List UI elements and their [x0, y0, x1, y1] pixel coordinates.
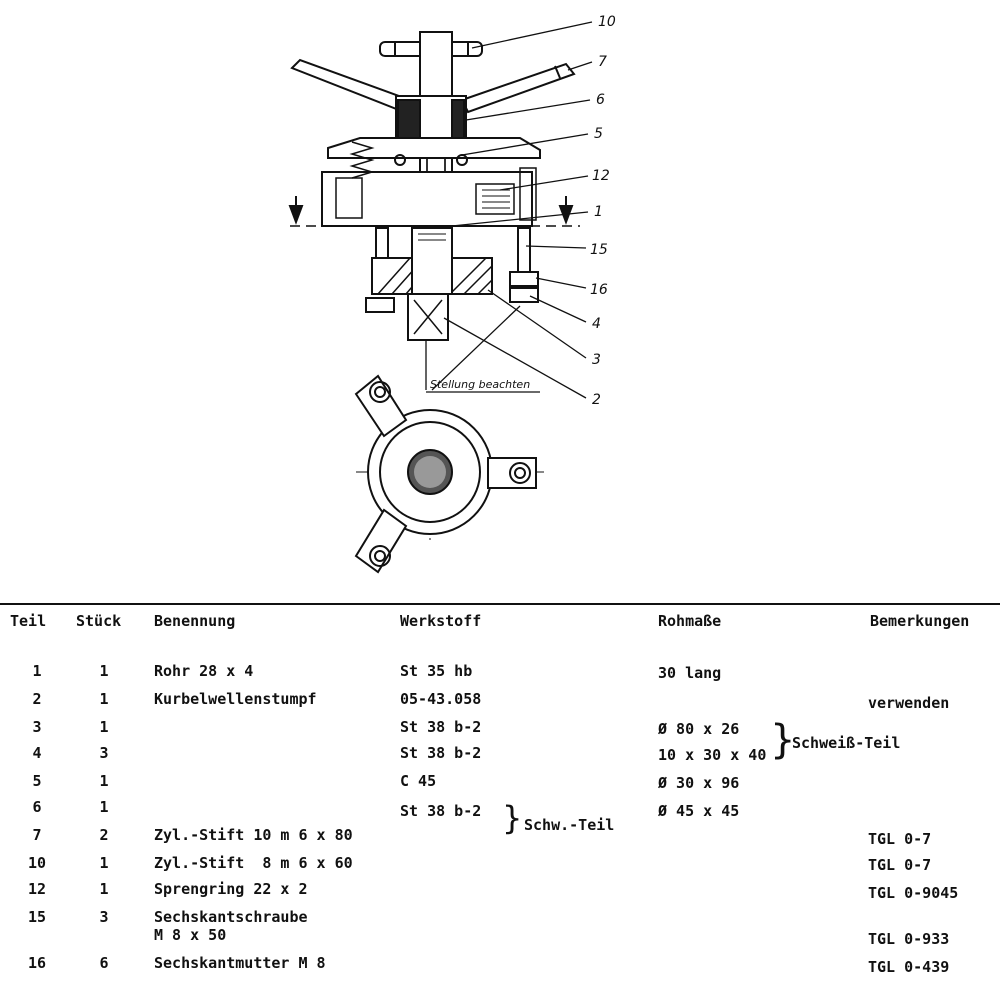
- row-4-stueck: 3: [99, 744, 109, 762]
- callout-12: 12: [592, 168, 610, 184]
- row-4-teil: 4: [32, 744, 42, 762]
- crankshaft-stub: [407, 293, 449, 341]
- row-10-benennung: Sechskantschraube: [154, 908, 308, 926]
- technical-drawing: 10 7 6 5 12 1 15 16 4 3 2 Stellung beach…: [288, 14, 616, 574]
- header-bemerkungen: Bemerkungen: [870, 612, 970, 630]
- leader-lines: [425, 21, 593, 399]
- plan-view: [354, 374, 546, 574]
- callout-2: 2: [592, 392, 601, 408]
- row-9-bemerkungen: TGL 0-9045: [868, 884, 959, 902]
- row-8-benennung: Zyl.-Stift 8 m 6 x 60: [154, 854, 353, 872]
- row-11-bemerkungen: TGL 0-439: [868, 958, 950, 976]
- callout-16: 16: [590, 282, 608, 298]
- row-6-werkstoff: St 38 b-2: [400, 802, 482, 820]
- row-3-stueck: 1: [99, 718, 109, 736]
- base-flange: [371, 227, 493, 295]
- callout-7: 7: [598, 54, 607, 70]
- callout-3: 3: [592, 352, 601, 368]
- row-7-bemerkungen: TGL 0-7: [868, 830, 932, 848]
- row-8-bemerkungen: TGL 0-7: [868, 856, 932, 874]
- row-1-benennung: Rohr 28 x 4: [154, 662, 254, 680]
- group-schweissteil: Schweiß-Teil: [792, 734, 901, 752]
- row-10-teil: 15: [27, 908, 47, 926]
- callout-15: 15: [590, 242, 608, 258]
- row-4-rohmasse: 10 x 30 x 40: [658, 746, 767, 764]
- header-benennung: Benennung: [154, 612, 236, 630]
- header-stueck: Stück: [76, 612, 122, 630]
- row-1-werkstoff: St 35 hb: [400, 662, 473, 680]
- callout-4: 4: [592, 316, 601, 332]
- row-5-rohmasse: Ø 30 x 96: [658, 774, 740, 792]
- row-6-teil: 6: [32, 798, 42, 816]
- nuts: [365, 271, 539, 313]
- row-5-stueck: 1: [99, 772, 109, 790]
- row-9-stueck: 1: [99, 880, 109, 898]
- row-9-teil: 12: [27, 880, 47, 898]
- row-11-benennung: Sechskantmutter M 8: [154, 954, 326, 972]
- row-10-stueck: 3: [99, 908, 109, 926]
- row-10-benennung-line2: M 8 x 50: [154, 926, 227, 944]
- row-8-teil: 10: [27, 854, 47, 872]
- table-top-rule: [0, 603, 1000, 605]
- row-2-stueck: 1: [99, 690, 109, 708]
- group-schw-teil: Schw.-Teil: [524, 816, 615, 834]
- row-6-rohmasse: Ø 45 x 45: [658, 802, 740, 820]
- row-5-teil: 5: [32, 772, 42, 790]
- row-3-werkstoff: St 38 b-2: [400, 718, 482, 736]
- row-2-teil: 2: [32, 690, 42, 708]
- row-6-stueck: 1: [99, 798, 109, 816]
- brace-schw-teil: }: [502, 799, 523, 837]
- brace-schweissteil: }: [770, 717, 796, 763]
- row-5-werkstoff: C 45: [400, 772, 437, 790]
- row-7-stueck: 2: [99, 826, 109, 844]
- row-7-teil: 7: [32, 826, 42, 844]
- row-4-werkstoff: St 38 b-2: [400, 744, 482, 762]
- header-werkstoff: Werkstoff: [400, 612, 482, 630]
- row-2-benennung: Kurbelwellenstumpf: [154, 690, 317, 708]
- header-teil: Teil: [10, 612, 47, 630]
- row-11-stueck: 6: [99, 954, 109, 972]
- callout-5: 5: [594, 126, 603, 142]
- row-3-teil: 3: [32, 718, 42, 736]
- row-1-stueck: 1: [99, 662, 109, 680]
- callout-10: 10: [598, 14, 616, 30]
- row-8-stueck: 1: [99, 854, 109, 872]
- position-note: Stellung beachten: [430, 378, 530, 391]
- row-2-bemerkungen: verwenden: [868, 694, 950, 712]
- row-10-bemerkungen: TGL 0-933: [868, 930, 950, 948]
- row-1-teil: 1: [32, 662, 42, 680]
- row-9-benennung: Sprengring 22 x 2: [154, 880, 308, 898]
- row-11-teil: 16: [27, 954, 47, 972]
- header-rohmasse: Rohmaße: [658, 612, 722, 630]
- callout-1: 1: [594, 204, 603, 220]
- callout-6: 6: [596, 92, 605, 108]
- row-2-werkstoff: 05-43.058: [400, 690, 482, 708]
- row-1-rohmasse: 30 lang: [658, 664, 722, 682]
- row-3-rohmasse: Ø 80 x 26: [658, 720, 740, 738]
- housing: [321, 137, 541, 227]
- row-7-benennung: Zyl.-Stift 10 m 6 x 80: [154, 826, 353, 844]
